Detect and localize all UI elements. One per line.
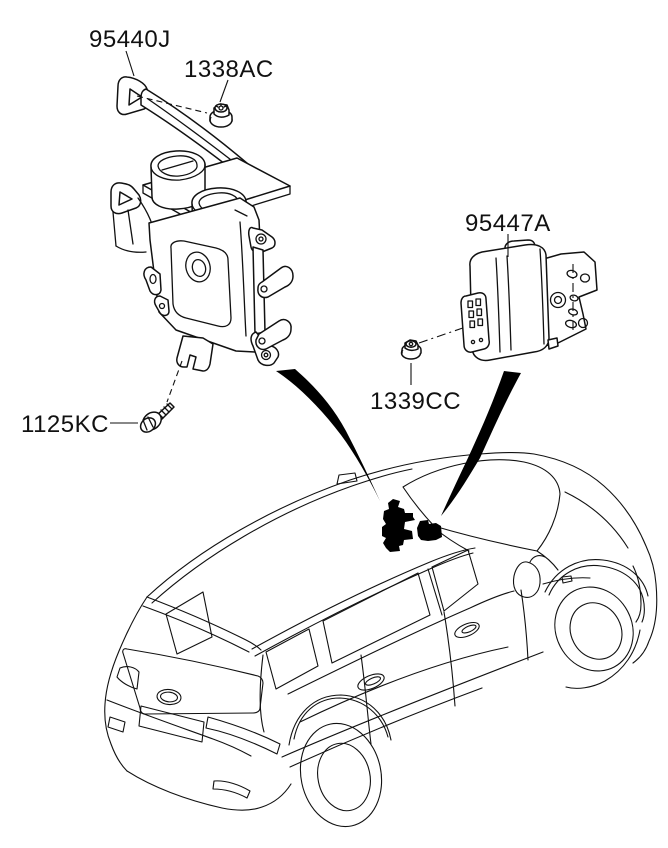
part-label-95440j[interactable]: 95440J xyxy=(89,26,171,53)
part-label-1125kc[interactable]: 1125KC xyxy=(21,411,109,438)
module-connector xyxy=(460,292,490,353)
license-plate-recess xyxy=(138,705,205,743)
location-arrow-right xyxy=(441,371,521,516)
side-bracket xyxy=(248,226,294,367)
mounting-hook-tab xyxy=(176,335,214,372)
rear-window xyxy=(122,648,264,715)
fastener-1339cc-nut xyxy=(400,339,422,360)
part-label-1339cc[interactable]: 1339CC xyxy=(370,388,461,415)
roof-antenna xyxy=(336,472,358,485)
module-location-silhouette-right xyxy=(417,520,442,541)
door-handle-front xyxy=(454,621,480,639)
door-handle-rear xyxy=(357,673,385,691)
quarter-window xyxy=(165,591,213,655)
module-location-silhouette-left xyxy=(382,499,415,552)
rear-wheel xyxy=(299,722,383,828)
fastener-1338ac-nut xyxy=(209,103,233,128)
front-wheel xyxy=(554,586,634,672)
brand-logo xyxy=(156,688,182,706)
fastener-1125kc-bolt xyxy=(139,402,175,433)
taillight-right xyxy=(205,716,281,755)
module-body xyxy=(148,197,266,353)
side-mirror xyxy=(512,561,541,598)
leader-lines xyxy=(110,50,509,424)
part-label-1338ac[interactable]: 1338AC xyxy=(184,56,274,83)
location-arrow-left xyxy=(276,369,380,501)
part-label-95447a[interactable]: 95447A xyxy=(465,210,551,237)
part-95440j-control-module-assembly xyxy=(110,76,294,372)
vehicle-roofline xyxy=(146,451,658,664)
vehicle-outline xyxy=(104,451,658,828)
part-95447a-control-module xyxy=(460,239,598,362)
taillight-left xyxy=(116,666,140,690)
